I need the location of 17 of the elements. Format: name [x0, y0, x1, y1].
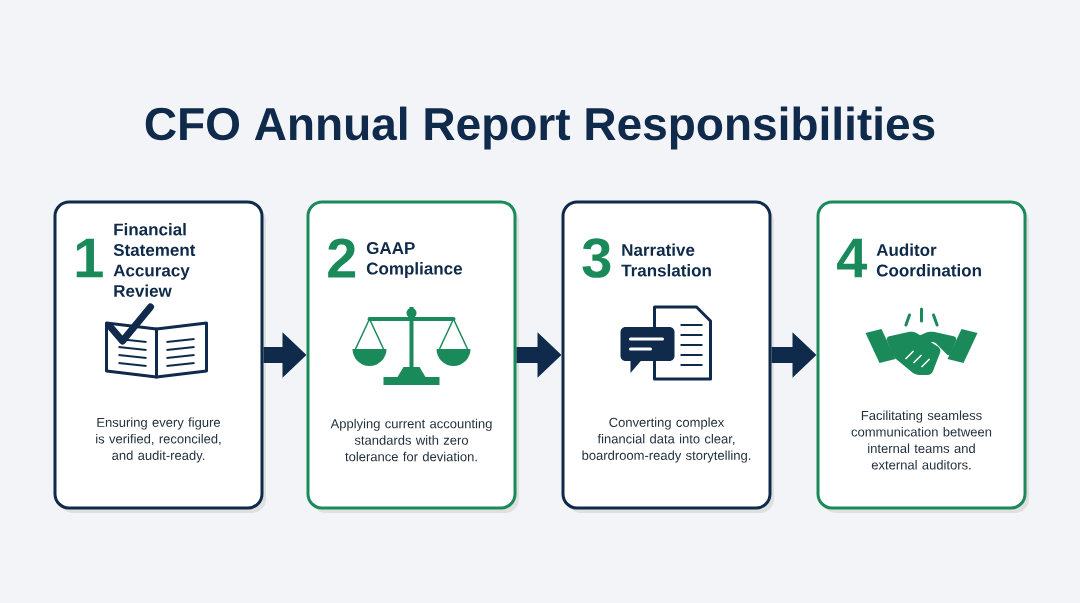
- step-heading: Financial Statement Accuracy Review: [113, 223, 196, 297]
- step-heading: Narrative Translation: [621, 243, 711, 277]
- step-number: 2: [328, 238, 356, 278]
- step-heading: GAAP Compliance: [366, 242, 462, 278]
- step-number: 3: [582, 238, 611, 278]
- step-description: Facilitating seamless communication between internal teams and external auditors.: [851, 410, 992, 470]
- step-card: [306, 200, 519, 513]
- step-card: [561, 200, 774, 513]
- step-description: Applying current accounting standards with zero tolerance for deviation.: [330, 418, 492, 462]
- title: CFO Annual Report Responsibilities: [145, 106, 935, 150]
- step-number: 1: [76, 238, 103, 278]
- step-card: [53, 200, 266, 513]
- step-card: [816, 200, 1029, 513]
- step-number: 4: [837, 238, 868, 278]
- step-heading: Auditor Coordination: [876, 243, 981, 277]
- step-description: Converting complex financial data into clear, boardroom-ready storytelling.: [582, 417, 751, 463]
- step-description: Ensuring every figure is verified, reconciled, and audit-ready.: [96, 417, 221, 463]
